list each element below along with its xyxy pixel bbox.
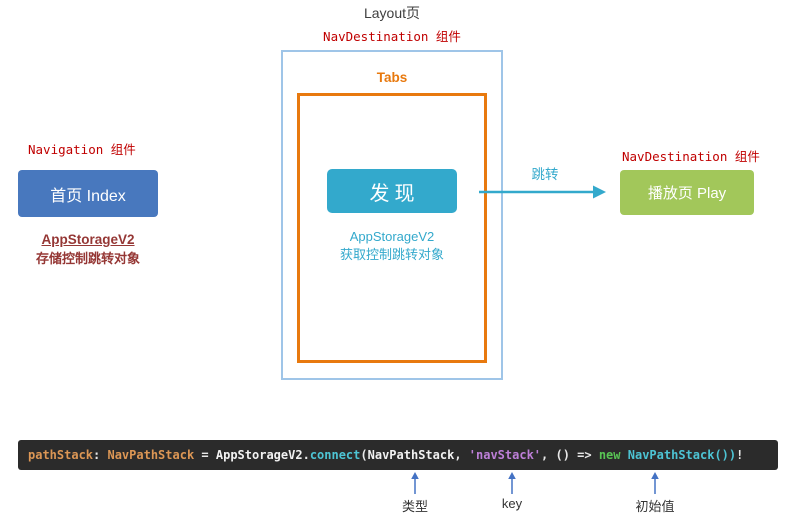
tabs-content-box: 发现 AppStorageV2 获取控制跳转对象 (297, 93, 487, 363)
code-token: connect (309, 448, 361, 462)
code-token: pathStack (28, 448, 94, 462)
navdestination-right-label: NavDestination 组件 (622, 149, 760, 164)
code-token: , (454, 448, 469, 462)
left-note: AppStorageV2 存储控制跳转对象 (8, 231, 168, 268)
left-note-appstorage: AppStorageV2 (41, 232, 135, 247)
annotation-label: 类型 (401, 499, 428, 514)
up-arrow-icon (651, 472, 659, 494)
tabs-caption: AppStorageV2 获取控制跳转对象 (300, 228, 484, 263)
tabs-caption-line1: AppStorageV2 (349, 229, 435, 244)
code-token: NavPathStack()) (627, 448, 737, 462)
page-title: Layout页 (363, 5, 421, 21)
code-token: = (194, 448, 216, 462)
annotation-label: key (501, 496, 523, 511)
code-token: : (93, 448, 108, 462)
code-token: , () => (541, 448, 599, 462)
code-token (621, 448, 628, 462)
code-token: AppStorageV2 (215, 448, 303, 462)
layout-page-box: Tabs 发现 AppStorageV2 获取控制跳转对象 (281, 50, 503, 380)
code-token: ( (360, 448, 368, 462)
left-note-description: 存储控制跳转对象 (35, 250, 140, 266)
code-line: pathStack: NavPathStack = AppStorageV2.c… (28, 448, 743, 462)
code-token: new (598, 448, 621, 462)
discover-tab-button[interactable]: 发现 (327, 169, 457, 213)
tabs-label: Tabs (376, 70, 408, 85)
play-page-button[interactable]: 播放页 Play (620, 170, 754, 215)
annotation-initial-value: 初始值 (620, 472, 690, 515)
code-token: ! (736, 448, 744, 462)
code-token: NavPathStack (107, 448, 195, 462)
up-arrow-icon (508, 472, 516, 494)
navdestination-top-label: NavDestination 组件 (323, 29, 461, 44)
jump-label: 跳转 (531, 167, 559, 182)
annotation-label: 初始值 (635, 499, 675, 514)
tabs-caption-line2: 获取控制跳转对象 (339, 246, 444, 262)
annotation-key: key (477, 472, 547, 511)
index-page-button[interactable]: 首页 Index (18, 170, 158, 217)
up-arrow-icon (411, 472, 419, 494)
code-bar: pathStack: NavPathStack = AppStorageV2.c… (18, 440, 778, 470)
navigation-component-label: Navigation 组件 (28, 142, 136, 157)
code-token: . (302, 448, 310, 462)
code-token: NavPathStack (367, 448, 455, 462)
jump-arrow-icon (479, 185, 606, 199)
code-token: 'navStack' (468, 448, 542, 462)
annotation-type: 类型 (380, 472, 450, 515)
